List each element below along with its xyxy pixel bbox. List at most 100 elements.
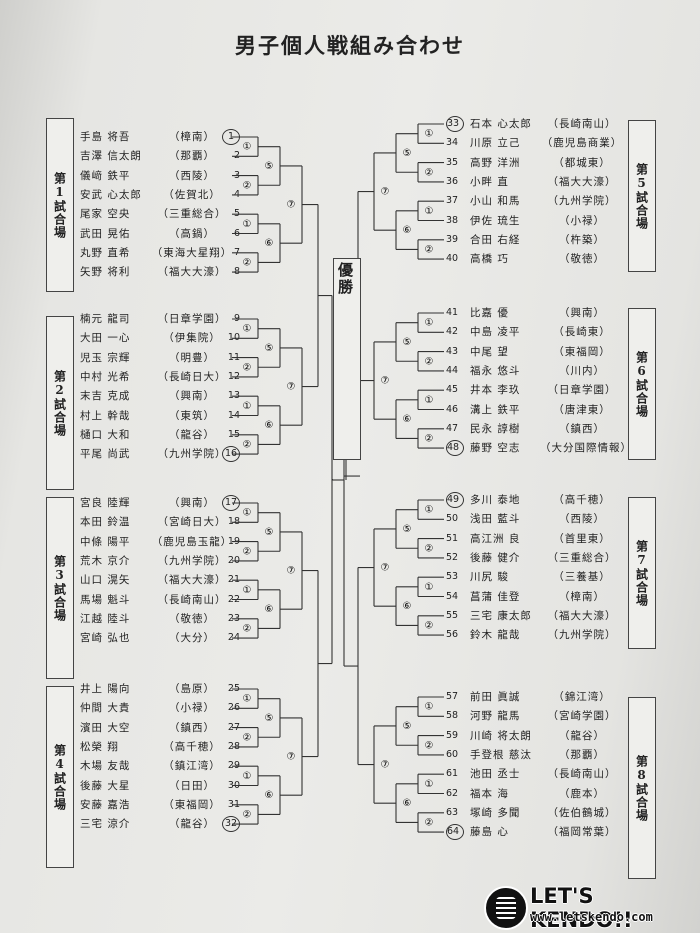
player-school-text: 東福岡 <box>564 345 600 358</box>
player-name: 中島 凌平 <box>470 326 521 339</box>
player-name: 荒木 京介 <box>80 554 131 567</box>
logo-url: www.letskendo.com <box>530 910 653 924</box>
player-number: 57 <box>446 691 459 702</box>
player-number: 43 <box>446 345 459 357</box>
player-name: 高橋 巧 <box>470 253 509 266</box>
round-label: ② <box>425 433 434 444</box>
logo-text: LET'S KENDO!! <box>530 884 633 932</box>
round-label: ① <box>425 702 434 713</box>
player-school-text: 樟南 <box>570 590 594 603</box>
round-label: ⑦ <box>381 376 390 387</box>
player-name: 安藤 嘉浩 <box>80 798 131 811</box>
player-school: （敬徳） <box>559 253 605 266</box>
player-school: （長崎南山） <box>547 118 617 130</box>
player-school: （興南） <box>169 390 215 403</box>
round-label: ② <box>425 620 434 631</box>
venue-label-right-2: 第6試合場 <box>628 308 656 460</box>
player-school: （島原） <box>169 683 215 695</box>
player-school-text: 長崎東 <box>564 326 600 339</box>
round-label: ⑥ <box>403 414 412 425</box>
player-name: 比嘉 優 <box>470 307 509 319</box>
venue-label-left-2: 第2試合場 <box>46 316 74 490</box>
player-school: （小禄） <box>169 702 215 715</box>
player-name: 村上 幹哉 <box>80 409 131 422</box>
player-school-text: 東海大星翔 <box>163 246 221 259</box>
player-name: 江越 陸斗 <box>80 612 131 625</box>
player-school: （鎮西） <box>559 422 605 435</box>
player-name: 安武 心太郎 <box>80 188 142 201</box>
player-school-text: 川内 <box>570 364 594 377</box>
player-school: （鹿児島商業） <box>541 137 623 150</box>
player-name: 平尾 尚武 <box>80 448 131 461</box>
player-name: 宮崎 弘也 <box>80 632 131 645</box>
round-label: ⑦ <box>381 563 390 574</box>
venue-label-right-4: 第8試合場 <box>628 697 656 879</box>
player-name: 多川 泰地 <box>470 494 521 506</box>
player-name: 大田 一心 <box>80 332 131 345</box>
player-school: （西陵） <box>169 169 215 182</box>
round-label: ② <box>243 362 252 373</box>
round-label: ⑥ <box>265 238 274 249</box>
player-number: 44 <box>446 364 459 376</box>
player-school-text: 長崎南山 <box>559 768 605 781</box>
player-school-text: 首里東 <box>564 532 600 545</box>
player-name: 木場 友哉 <box>80 760 131 773</box>
player-school-text: 明豊 <box>180 351 204 364</box>
player-number: 62 <box>446 787 459 799</box>
player-name: 高江洲 良 <box>470 532 521 545</box>
round-label: ⑦ <box>287 566 296 577</box>
round-label: ② <box>243 732 252 743</box>
venue-label-right-3: 第7試合場 <box>628 497 656 649</box>
player-school: （東福岡） <box>553 345 611 358</box>
round-label: ① <box>425 779 434 790</box>
player-number: 56 <box>446 629 459 641</box>
player-school-text: 福大大濠 <box>169 574 215 587</box>
round-label: ② <box>425 543 434 554</box>
player-name: 福本 海 <box>470 787 509 800</box>
round-label: ② <box>425 740 434 751</box>
player-school: （三重総合） <box>157 208 227 221</box>
player-name: 尾家 空央 <box>80 208 131 221</box>
round-label: ⑦ <box>287 752 296 763</box>
player-school: （長崎東） <box>553 326 611 339</box>
player-school-text: 敬徳 <box>180 612 204 625</box>
venue-label-right-1: 第5試合場 <box>628 120 656 272</box>
player-name: 丸野 直希 <box>80 246 131 259</box>
player-name: 矢野 将利 <box>80 266 131 279</box>
player-name: 溝上 鉄平 <box>470 403 521 416</box>
player-name: 塚崎 多聞 <box>470 806 521 819</box>
round-label: ⑤ <box>265 161 274 172</box>
player-school: （長崎南山） <box>547 768 617 781</box>
player-school-text: 興南 <box>180 497 204 509</box>
player-name: 三宅 康太郎 <box>470 609 532 622</box>
player-number: 42 <box>446 326 459 338</box>
player-name: 川尻 駿 <box>470 571 509 584</box>
player-school: （鹿本） <box>559 787 605 800</box>
player-school: （長崎南山） <box>157 593 227 606</box>
round-label: ⑥ <box>403 601 412 612</box>
player-school-text: 龍谷 <box>180 428 204 441</box>
player-school-text: 錦江湾 <box>564 691 600 703</box>
player-name: 伊佐 琉生 <box>470 214 521 227</box>
player-name: 中尾 望 <box>470 345 509 358</box>
round-label: ① <box>243 771 252 782</box>
player-school: （宮崎学園） <box>547 710 617 723</box>
player-school: （大分） <box>169 632 215 645</box>
round-label: ⑥ <box>265 790 274 801</box>
player-school-text: 九州学院 <box>169 554 215 567</box>
player-name: 馬場 魁斗 <box>80 593 131 606</box>
player-name: 藤野 空志 <box>470 442 521 455</box>
round-label: ⑤ <box>265 713 274 724</box>
player-name: 中村 光希 <box>80 370 131 383</box>
round-label: ① <box>243 219 252 230</box>
player-name: 小山 和馬 <box>470 195 521 208</box>
player-school-text: 興南 <box>180 390 204 403</box>
player-name: 池田 丞士 <box>470 768 521 781</box>
player-number: 64 <box>446 824 464 841</box>
player-name: 濱田 大空 <box>80 721 131 734</box>
player-school-text: 杵築 <box>570 233 594 246</box>
player-name: 末吉 克成 <box>80 390 131 403</box>
player-school: （長崎日大） <box>157 370 227 383</box>
round-label: ⑦ <box>381 187 390 198</box>
player-school: （小禄） <box>559 214 605 227</box>
